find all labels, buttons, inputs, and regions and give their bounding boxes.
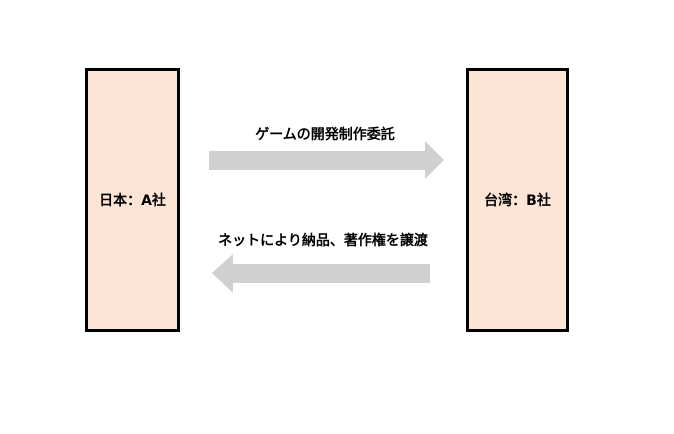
company-label-taiwan-b: 台湾：B社 <box>484 193 551 209</box>
company-box-japan-a: 日本：A社 <box>85 68 180 332</box>
company-label-japan-a: 日本：A社 <box>99 193 166 209</box>
company-box-taiwan-b: 台湾：B社 <box>466 68 569 332</box>
arrow-left-shape <box>212 254 430 293</box>
delivery-label: ネットにより納品、著作権を譲渡 <box>218 233 428 249</box>
commission-label: ゲームの開発制作委託 <box>255 127 395 143</box>
arrow-right-shape <box>209 141 444 179</box>
